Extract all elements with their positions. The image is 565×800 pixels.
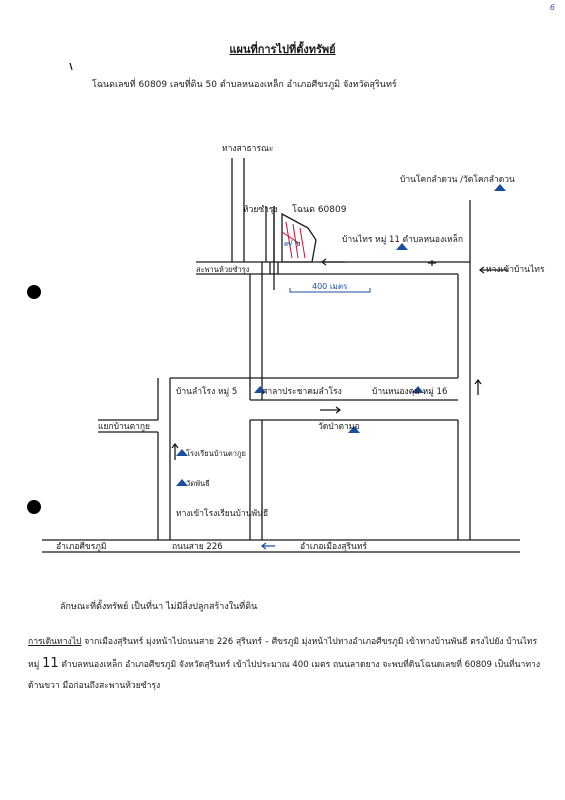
road-junction-mark <box>428 260 436 266</box>
label-school-phanthi: ทางเข้าโรงเรียนบ้านพันธี <box>176 509 269 519</box>
label-ban-lamrong: บ้านลำโรง หมู่ 5 <box>176 387 238 397</box>
label-distance: 400 เมตร <box>312 282 348 291</box>
label-bridge: สะพานห้วยซำรุง <box>196 265 250 274</box>
plot-boundary <box>281 212 317 263</box>
arrow-entrance <box>478 266 508 274</box>
arrow-upper-road <box>320 258 345 266</box>
label-school-takui: โรงเรียนบ้านตากูย <box>186 449 246 458</box>
label-junction: แยกบ้านตากูย <box>98 422 151 432</box>
punch-hole-bottom <box>27 500 41 514</box>
label-road-226: ถนนสาย 226 <box>172 542 223 552</box>
arrow-right-road <box>474 378 482 395</box>
label-creek: ห้วยซำรุง <box>243 205 278 215</box>
directions-village-number: 11 <box>42 656 59 671</box>
label-ban-nongkhum: บ้านหนองคุม หมู่ 16 <box>372 387 448 397</box>
deed-subtitle: โฉนดเลขที่ 60809 เลขที่ดิน 50 ตำบลหนองเห… <box>92 80 397 90</box>
pen-mark <box>69 62 73 71</box>
label-wat-phanthi: วัดพันธี <box>186 479 210 488</box>
label-plot-mark: ๙/ ข <box>284 239 301 248</box>
plot-hatch <box>281 221 306 259</box>
arrow-highway <box>260 542 275 550</box>
label-sikhoraphum: อำเภอศีขรภูมิ <box>56 542 107 552</box>
label-wat-pa: วัดป่าตามอ <box>318 422 360 432</box>
directions-lead: การเดินทางไป <box>28 637 82 647</box>
label-ban-khok: บ้านโคกลำดวน /วัดโคกลำดวน <box>400 175 515 185</box>
label-public-road: ทางสาธารณะ <box>222 144 274 154</box>
property-note: ลักษณะที่ตั้งทรัพย์ เป็นที่นา ไม่มีสิ่งป… <box>60 602 258 612</box>
landmarks <box>176 184 506 486</box>
page-number: 6 <box>549 3 555 12</box>
directions-text-1: จากเมืองสุรินทร์ มุ่งหน้าไปถนนสาย 226 สุ… <box>28 637 538 670</box>
label-sala: ศาลาประชาคมลำโรง <box>262 387 342 397</box>
label-mueang-surin: อำเภอเมืองสุรินทร์ <box>300 542 367 552</box>
arrow-left-road <box>171 442 179 460</box>
distance-bracket <box>289 288 371 293</box>
directions-paragraph: การเดินทางไป จากเมืองสุรินทร์ มุ่งหน้าไป… <box>28 632 548 697</box>
arrow-mid-road <box>320 406 342 414</box>
directions-text-2: ตำบลหนองเหล็ก อำเภอศีขรภูมิ จังหวัดสุริน… <box>28 660 541 691</box>
label-ban-thai: บ้านไทร หมู่ 11 ตำบลหนองเหล็ก <box>342 235 463 245</box>
label-ban-thai-entrance: ทางเข้าบ้านไทร <box>486 265 545 275</box>
punch-hole-top <box>27 285 41 299</box>
page-title: แผนที่การไปที่ตั้งทรัพย์ <box>229 43 336 56</box>
label-deed: โฉนด 60809 <box>292 205 347 215</box>
